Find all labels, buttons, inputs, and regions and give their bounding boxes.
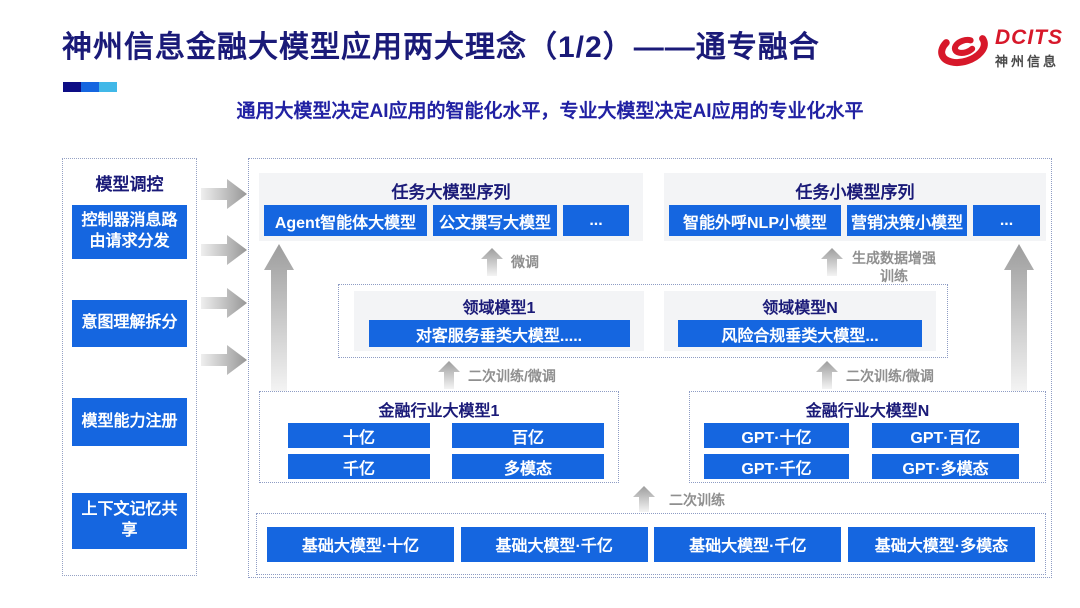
group-title: 金融行业大模型1: [378, 403, 500, 420]
model-box-base-multimodal: 基础大模型·多模态: [847, 526, 1035, 562]
sidebar-item-label: 上下文记忆共享: [81, 501, 178, 539]
title-accent-bar: [63, 82, 117, 92]
model-box-risk-compliance: 风险合规垂类大模型...: [677, 320, 923, 347]
sidebar-item-context-memory: 上下文记忆共享: [72, 493, 187, 549]
accent-segment-cyan: [99, 82, 117, 92]
model-box-1b: 十亿: [288, 423, 430, 448]
accent-segment-blue: [81, 82, 99, 92]
sidebar-model-control: 模型调控 控制器消息路由请求分发 意图理解拆分 模型能力注册 上下文记忆共享: [62, 158, 197, 576]
model-box-outbound-nlp: 智能外呼NLP小模型: [669, 205, 841, 236]
sidebar-item-label: 模型能力注册: [81, 412, 178, 430]
logo-brand-cn: 神州信息: [995, 53, 1060, 69]
group-base-models: 基础大模型·十亿 基础大模型·千亿 基础大模型·千亿 基础大模型·多模态: [256, 513, 1046, 575]
sidebar-item-message-routing: 控制器消息路由请求分发: [72, 205, 187, 259]
up-arrow-icon: [481, 248, 503, 276]
group-industry-model-n: 金融行业大模型N GPT·十亿 GPT·百亿 GPT·千亿 GPT·多模态: [689, 391, 1046, 483]
group-task-large-models: 任务大模型序列 Agent智能体大模型 公文撰写大模型 ...: [259, 173, 643, 241]
group-domain-models: 领域模型1 对客服务垂类大模型..... 领域模型N 风险合规垂类大模型...: [338, 284, 948, 358]
big-up-arrow-icon: [1004, 244, 1034, 392]
page-title: 神州信息金融大模型应用两大理念（1/2）——通专融合: [62, 31, 820, 64]
right-arrow-icon: [201, 288, 247, 318]
logo-text: DCITS 神州信息: [995, 27, 1063, 70]
sidebar-item-label: 意图理解拆分: [81, 314, 178, 332]
sidebar-item-intent-split: 意图理解拆分: [72, 300, 187, 347]
model-box-document-writing: 公文撰写大模型: [433, 205, 557, 236]
up-arrow-icon: [821, 248, 843, 276]
group-domain-model-1: 领域模型1 对客服务垂类大模型.....: [354, 291, 644, 351]
model-box-marketing-decision: 营销决策小模型: [847, 205, 967, 236]
group-title: 领域模型N: [762, 300, 838, 317]
diagram-container: 任务大模型序列 Agent智能体大模型 公文撰写大模型 ... 任务小模型序列 …: [248, 158, 1052, 578]
group-domain-model-n: 领域模型N 风险合规垂类大模型...: [664, 291, 936, 351]
arrow-label-fine-tune: 微调: [511, 254, 539, 270]
sidebar-title: 模型调控: [95, 175, 164, 194]
model-box-100b: 千亿: [288, 454, 430, 479]
group-industry-model-1: 金融行业大模型1 十亿 百亿 千亿 多模态: [259, 391, 619, 483]
right-arrow-icon: [201, 235, 247, 265]
logo-brand: DCITS: [995, 25, 1063, 49]
model-box-multimodal: 多模态: [452, 454, 604, 479]
right-arrow-icon: [201, 179, 247, 209]
accent-segment-dark: [63, 82, 81, 92]
group-title: 金融行业大模型N: [805, 403, 930, 420]
arrow-label-retrain-left: 二次训练/微调: [468, 368, 556, 384]
model-box-gpt-1b: GPT·十亿: [704, 423, 849, 448]
arrow-label-augment-training: 生成数据增强训练: [852, 250, 936, 285]
group-title: 任务小模型序列: [795, 183, 915, 202]
big-up-arrow-icon: [264, 244, 294, 392]
model-box-agent: Agent智能体大模型: [264, 205, 427, 236]
up-arrow-icon: [438, 361, 460, 389]
model-box-base-1b: 基础大模型·十亿: [267, 526, 454, 562]
sidebar-item-label: 控制器消息路由请求分发: [81, 212, 178, 250]
model-box-ellipsis: ...: [563, 205, 629, 236]
up-arrow-icon: [816, 361, 838, 389]
group-title: 领域模型1: [462, 300, 536, 317]
up-arrow-icon: [633, 486, 655, 512]
model-box-base-100b-a: 基础大模型·千亿: [460, 526, 648, 562]
sidebar-item-capability-register: 模型能力注册: [72, 398, 187, 446]
model-box-ellipsis: ...: [973, 205, 1040, 236]
model-box-gpt-10b: GPT·百亿: [872, 423, 1019, 448]
model-box-10b: 百亿: [452, 423, 604, 448]
group-title: 任务大模型序列: [391, 183, 511, 202]
group-task-small-models: 任务小模型序列 智能外呼NLP小模型 营销决策小模型 ...: [664, 173, 1046, 241]
dcits-swirl-icon: [938, 29, 988, 67]
model-box-customer-service: 对客服务垂类大模型.....: [368, 320, 630, 347]
model-box-gpt-multimodal: GPT·多模态: [872, 454, 1019, 479]
dcits-logo: DCITS 神州信息: [936, 25, 1063, 71]
right-arrow-icon: [201, 345, 247, 375]
model-box-gpt-100b: GPT·千亿: [704, 454, 849, 479]
subtitle: 通用大模型决定AI应用的智能化水平，专业大模型决定AI应用的专业化水平: [236, 101, 864, 122]
model-box-base-100b-b: 基础大模型·千亿: [654, 526, 842, 562]
arrow-label-retrain-right: 二次训练/微调: [846, 368, 934, 384]
arrow-label-retrain-bottom: 二次训练: [669, 492, 725, 508]
